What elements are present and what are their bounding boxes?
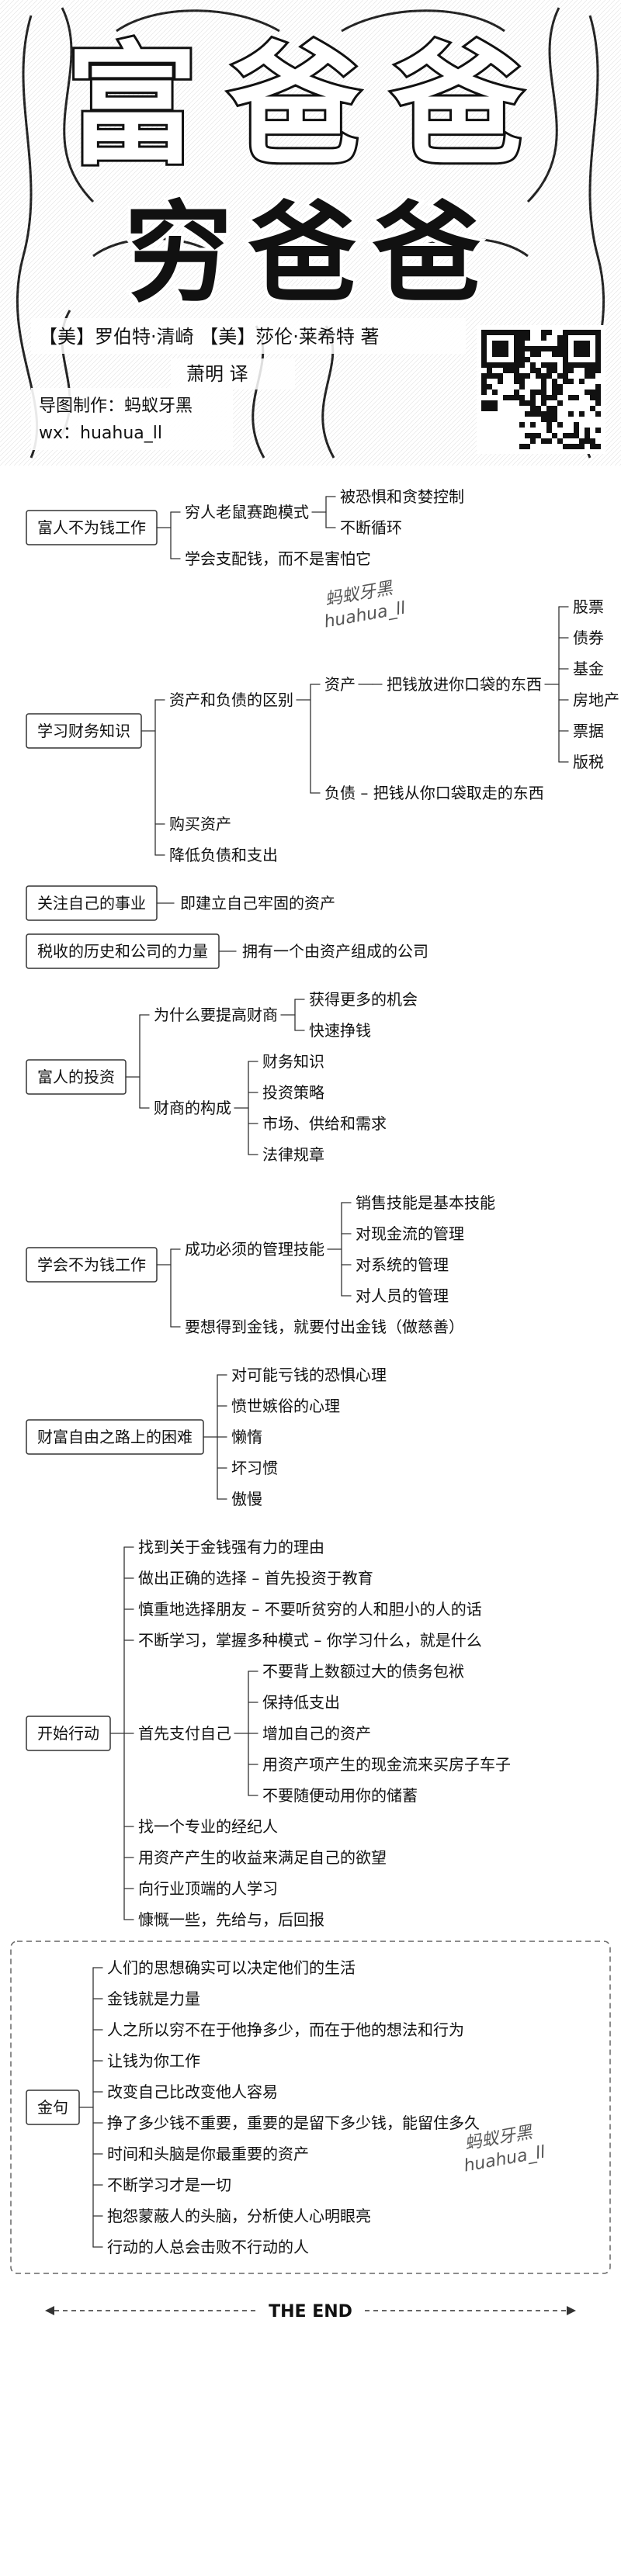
leaf-node: 把钱放进你口袋的东西: [387, 675, 542, 694]
branch-node: 找到关于金钱强有力的理由: [138, 1538, 324, 1556]
footer-label: THE END: [269, 2302, 352, 2322]
branch-node: 为什么要提高财商: [154, 1006, 278, 1024]
branch-node: 找一个专业的经纪人: [138, 1817, 278, 1836]
leaf-node: 不断循环: [340, 518, 402, 537]
inline-note: 即建立自己牢固的资产: [180, 894, 335, 912]
branch-node: 愤世嫉俗的心理: [231, 1397, 340, 1415]
cover-art: 富爸爸 穷爸爸 【美】罗伯特·清崎 【美】莎伦·莱希特 著 萧明 译 导图制作：…: [0, 0, 621, 466]
branch-node: 资产和负债的区别: [169, 691, 293, 709]
leaf-node: 房地产: [573, 691, 619, 709]
leaf-node: 资产: [324, 675, 356, 694]
leaf-node: 财务知识: [262, 1052, 324, 1071]
branch-node: 学会支配钱，而不是害怕它: [185, 549, 371, 568]
credit-wechat: wx：huahua_ll: [39, 424, 162, 443]
branch-node: 成功必须的管理技能: [185, 1240, 324, 1259]
branch-node: 改变自己比改变他人容易: [107, 2083, 278, 2101]
branch-node: 购买资产: [169, 815, 231, 833]
leaf-node: 市场、供给和需求: [262, 1114, 387, 1133]
arrow-right-icon: [567, 2306, 576, 2315]
branch-node: 要想得到金钱，就要付出金钱（做慈善）: [185, 1317, 464, 1336]
cover-authors: 【美】罗伯特·清崎 【美】莎伦·莱希特 著: [39, 326, 380, 348]
section-title: 学会不为钱工作: [37, 1255, 146, 1274]
section-title: 学习财务知识: [37, 722, 130, 740]
branch-node: 懒惰: [231, 1428, 262, 1446]
branch-node: 财商的构成: [154, 1099, 231, 1117]
branch-node: 做出正确的选择 – 首先投资于教育: [138, 1569, 373, 1587]
cover-title-top: 富爸爸: [66, 29, 555, 183]
branch-node: 人之所以穷不在于他挣多少，而在于他的想法和行为: [107, 2020, 464, 2039]
branch-node: 降低负债和支出: [169, 846, 278, 864]
branch-node: 不断学习才是一切: [107, 2176, 231, 2194]
cover-translator: 萧明 译: [186, 363, 248, 385]
branch-node: 向行业顶端的人学习: [138, 1879, 278, 1898]
branch-node: 慷慨一些，先给与，后回报: [138, 1910, 324, 1929]
branch-node: 抱怨蒙蔽人的头脑，分析使人心明眼亮: [107, 2207, 371, 2225]
leaf-node: 投资策略: [262, 1083, 324, 1102]
section-title: 金句: [37, 2098, 68, 2117]
section-title: 税收的历史和公司的力量: [37, 942, 208, 961]
branch-node: 人们的思想确实可以决定他们的生活: [107, 1958, 356, 1977]
branch-node: 时间和头脑是你最重要的资产: [107, 2145, 309, 2163]
leaf-node: 对人员的管理: [356, 1286, 449, 1305]
section-title: 财富自由之路上的困难: [37, 1428, 193, 1446]
branch-node: 对可能亏钱的恐惧心理: [231, 1366, 387, 1384]
leaf-node: 用资产项产生的现金流来买房子车子: [262, 1755, 511, 1774]
section-title: 富人不为钱工作: [37, 518, 146, 537]
branch-node: 坏习惯: [231, 1459, 278, 1477]
branch-node: 穷人老鼠赛跑模式: [185, 503, 309, 521]
branch-node: 让钱为你工作: [107, 2051, 200, 2070]
leaf-node: 股票: [573, 597, 604, 616]
leaf-node: 获得更多的机会: [309, 990, 418, 1009]
leaf-node: 负债 – 把钱从你口袋取走的东西: [324, 784, 544, 802]
cover-title-main: 穷爸爸: [124, 191, 497, 317]
leaf-node: 基金: [573, 660, 604, 678]
branch-node: 傲慢: [231, 1490, 262, 1508]
leaf-node: 不要背上数额过大的债务包袱: [262, 1662, 464, 1681]
leaf-node: 对现金流的管理: [356, 1224, 464, 1243]
branch-node: 金钱就是力量: [107, 1989, 200, 2008]
branch-node: 首先支付自己: [138, 1724, 231, 1743]
branch-node: 用资产产生的收益来满足自己的欲望: [138, 1848, 387, 1867]
leaf-node: 票据: [573, 722, 604, 740]
leaf-node: 保持低支出: [262, 1693, 340, 1712]
leaf-node: 不要随便动用你的储蓄: [262, 1786, 418, 1805]
leaf-node: 债券: [573, 628, 604, 647]
section-title: 富人的投资: [37, 1068, 115, 1086]
leaf-node: 对系统的管理: [356, 1255, 449, 1274]
leaf-node: 被恐惧和贪婪控制: [340, 487, 464, 506]
credit-author: 导图制作：蚂蚁牙黑: [39, 396, 193, 416]
branch-node: 慎重地选择朋友 – 不要听贫穷的人和胆小的人的话: [138, 1600, 482, 1619]
quotes-frame: [10, 1941, 611, 2274]
arrow-left-icon: [45, 2306, 54, 2315]
section-title: 开始行动: [37, 1724, 99, 1743]
section-title: 关注自己的事业: [37, 894, 146, 912]
leaf-node: 法律规章: [262, 1145, 324, 1164]
leaf-node: 增加自己的资产: [262, 1724, 371, 1743]
mind-map: 富人不为钱工作 穷人老鼠赛跑模式 被恐惧和贪婪控制不断循环学会支配钱，而不是害怕它学…: [10, 487, 619, 2322]
inline-note: 拥有一个由资产组成的公司: [242, 942, 428, 961]
branch-node: 挣了多少钱不重要，重要的是留下多少钱，能留住多久: [107, 2114, 480, 2132]
leaf-node: 版税: [573, 753, 604, 771]
leaf-node: 销售技能是基本技能: [356, 1193, 495, 1212]
qr-code-icon: [477, 325, 605, 454]
book-cover: 富爸爸 穷爸爸 【美】罗伯特·清崎 【美】莎伦·莱希特 著 萧明 译 导图制作：…: [0, 0, 621, 466]
leaf-node: 快速挣钱: [309, 1021, 371, 1040]
branch-node: 行动的人总会击败不行动的人: [107, 2238, 309, 2256]
branch-node: 不断学习，掌握多种模式 – 你学习什么，就是什么: [138, 1631, 482, 1650]
